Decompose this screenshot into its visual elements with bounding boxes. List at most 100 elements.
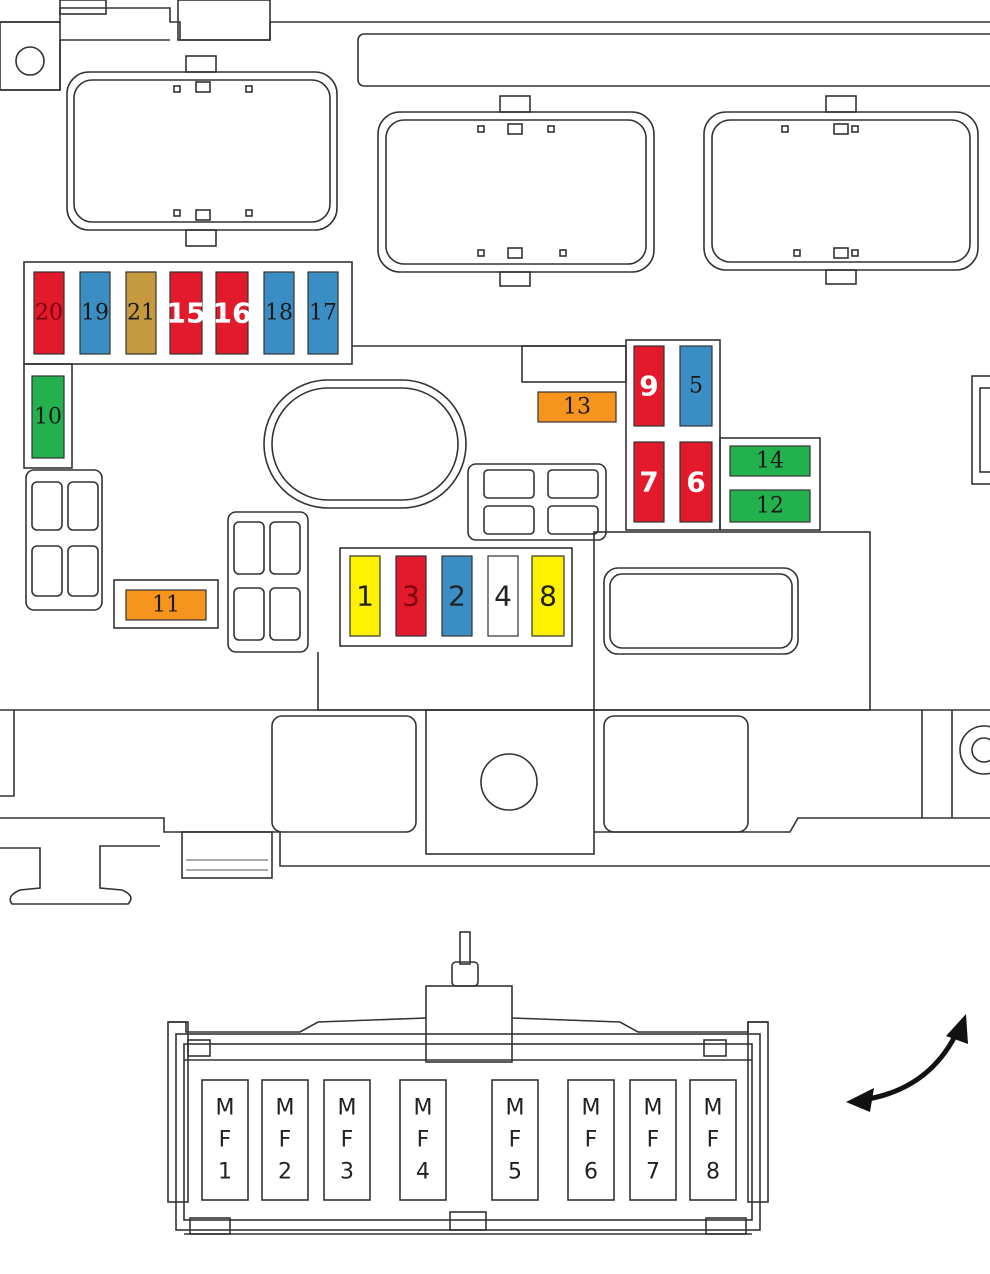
maxi-fuse-label: M [338,1096,357,1121]
fuse-9: 9 [633,345,665,427]
fuse-block-9-5-7-6-frame [625,339,721,531]
oval-socket [263,379,467,509]
fuse-label: 4 [494,580,512,613]
maxi-fuse-body [399,1079,447,1201]
fuse-4: 4 [487,555,519,637]
fuse-label: 5 [689,374,703,399]
relay-socket-3 [703,95,979,285]
maxi-fuse-label: 8 [706,1160,720,1185]
small-socket-left [25,469,103,611]
fuse-1-body [349,555,381,637]
relay-socket-1 [66,55,338,247]
upper-housing [0,0,990,905]
maxi-fuse: MF 8 [689,1079,737,1201]
fuse-block-14-12-frame [719,437,821,531]
fuse-label: 17 [309,301,337,326]
fuse-16: 16 [213,271,251,355]
fuse-14-body [729,445,811,477]
maxi-fuse-body [491,1079,539,1201]
fuse-21-body [125,271,157,355]
maxi-fuse-label: 1 [218,1160,232,1185]
fuse-label: 19 [81,301,109,326]
maxi-fuse-label: F [647,1128,660,1153]
maxi-fuse: MF4 [399,1079,447,1201]
fuse-14: 14 [729,445,811,477]
relay-socket-2 [377,95,655,287]
maxi-fuse-label: M [644,1096,663,1121]
maxi-fuse: MF 1 [201,1079,249,1201]
maxi-fuse-label: F [585,1128,598,1153]
fuse-10: 10 [31,375,65,459]
maxi-fuse-label: 6 [584,1160,598,1185]
fuse-19: 19 [79,271,111,355]
fuse-16-body [215,271,249,355]
fuse-label: 9 [639,370,658,403]
fuse-label: 13 [563,395,591,420]
small-socket-right [467,463,607,541]
maxi-fuse: MF 7 [629,1079,677,1201]
fuse-label: 1 [356,580,374,613]
maxi-fuse-label: M [704,1096,723,1121]
fuse-18: 18 [263,271,295,355]
fuse-7: 7 [633,441,665,523]
fuse-17: 17 [307,271,339,355]
mounting-hole-right [959,725,990,775]
fuse-15: 15 [167,271,205,355]
fuse-8-body [531,555,565,637]
fuse-label: 20 [35,301,63,326]
maxi-fuse-label: 5 [508,1160,522,1185]
double-headed-curved-arrow-icon [846,1014,968,1112]
fuse-2: 2 [441,555,473,637]
maxi-fuse-label: F [279,1128,292,1153]
fuse-15-body [169,271,203,355]
maxi-fuse: MF 2 [261,1079,309,1201]
fuse-7-body [633,441,665,523]
maxi-fuse-label: M [582,1096,601,1121]
maxi-fuse-body [261,1079,309,1201]
small-socket-middle [227,511,309,653]
fuse-label: 7 [639,466,658,499]
fuse-21: 21 [125,271,157,355]
fuse-2-body [441,555,473,637]
fuse-label: 11 [152,593,180,618]
right-connector-block [593,531,871,711]
maxi-fuse-label: M [506,1096,525,1121]
fuse-label: 6 [686,466,705,499]
fuse-17-body [307,271,339,355]
maxi-fuse-label: 7 [646,1160,660,1185]
fuse-5: 5 [679,345,713,427]
fuse-label: 8 [539,580,557,613]
fuse-label: 12 [756,494,784,519]
maxi-fuse-label: 2 [278,1160,292,1185]
maxi-fuse-label: M [216,1096,235,1121]
fuse-8: 8 [531,555,565,637]
top-fuse-row-frame [23,261,353,365]
maxi-fuse-label: F [219,1128,232,1153]
maxi-fuse-label: F [707,1128,720,1153]
fuse-20-body [33,271,65,355]
fuse-4-body [487,555,519,637]
maxi-fuse-label: M [276,1096,295,1121]
fuse-1: 1 [349,555,381,637]
fuse-label: 10 [34,405,62,430]
maxi-fuse-label: F [341,1128,354,1153]
fuse-label: 14 [756,449,784,474]
fuse-5-body [679,345,713,427]
maxi-fuse-label: M [414,1096,433,1121]
maxi-fuse-label: 4 [416,1160,430,1185]
fuse-label: 2 [448,580,466,613]
maxi-fuse: MF5 [491,1079,539,1201]
maxi-fuse-label: 3 [340,1160,354,1185]
fuse-12-body [729,489,811,523]
fuse-10-body [31,375,65,459]
fuse-label: 21 [127,301,155,326]
fuse-6-body [679,441,713,523]
fuse-18-body [263,271,295,355]
maxi-fuse: MF 3 [323,1079,371,1201]
maxi-fuse: MF 6 [567,1079,615,1201]
mounting-hole-top-left [15,46,45,76]
maxi-fuse-body [201,1079,249,1201]
